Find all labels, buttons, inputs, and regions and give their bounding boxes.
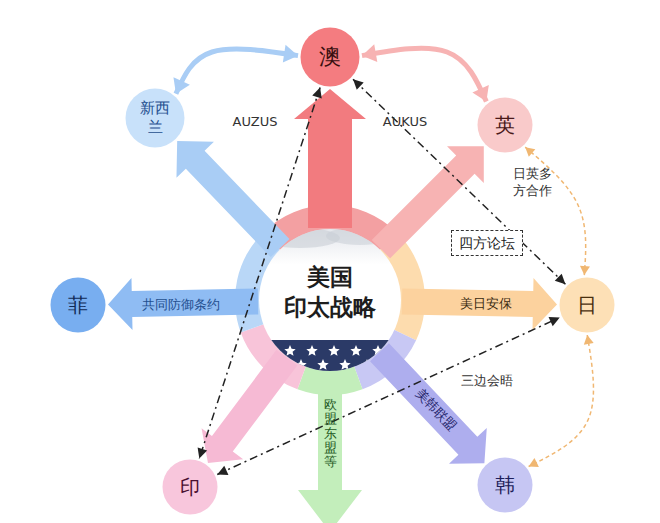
- country-circle: 日: [559, 277, 615, 333]
- star: [284, 345, 295, 356]
- relation-label: AUZUS: [233, 114, 278, 131]
- node-label: 四方论坛: [459, 234, 515, 252]
- arrowhead: [198, 447, 208, 458]
- country-circle: 新西兰: [125, 88, 185, 148]
- arrowhead: [549, 317, 560, 326]
- star: [317, 359, 328, 370]
- circle-fill: [560, 278, 615, 333]
- country-circle: 印: [162, 459, 218, 515]
- strategy-title: 美国 印太战略: [277, 263, 383, 323]
- arrowhead: [529, 458, 539, 467]
- forum-box: 四方论坛: [451, 230, 523, 256]
- node-label: 英: [495, 112, 515, 138]
- arrowhead: [283, 45, 298, 63]
- link-curve: [529, 335, 594, 467]
- arrowhead: [525, 147, 535, 157]
- block-arrow: [108, 278, 258, 330]
- circle-fill: [259, 229, 402, 372]
- arrowhead: [312, 87, 322, 98]
- node-label: 菲: [68, 292, 88, 318]
- block-arrow: [176, 141, 289, 257]
- country-circle: 菲: [50, 277, 106, 333]
- arrowhead: [353, 79, 364, 90]
- arrowhead: [555, 274, 566, 285]
- block-arrow: [370, 343, 487, 463]
- block-arrow: [402, 278, 557, 330]
- node-label: 新西兰: [139, 99, 172, 138]
- vertical-label: 欧盟东盟等: [324, 398, 337, 469]
- link-curve: [176, 49, 298, 94]
- node-label: 印: [180, 474, 200, 500]
- arrowhead: [217, 466, 228, 475]
- node-label: 日: [577, 292, 597, 318]
- arrowhead: [584, 335, 594, 345]
- strategy-circle: 美国 印太战略: [258, 228, 402, 372]
- star: [339, 359, 350, 370]
- arrowhead: [472, 85, 488, 101]
- star: [350, 345, 361, 356]
- arrowhead: [580, 266, 590, 275]
- circle-fill: [478, 458, 533, 513]
- node-label: 澳: [319, 43, 341, 72]
- circle-fill: [51, 278, 106, 333]
- edge-label: 共同防御条约: [142, 297, 220, 313]
- quad-line: [199, 87, 320, 458]
- star: [295, 359, 306, 370]
- block-arrow: [294, 89, 366, 228]
- star: [306, 345, 317, 356]
- circle-fill: [301, 28, 360, 87]
- star: [262, 345, 273, 356]
- arrowhead: [173, 77, 189, 93]
- block-arrow: [202, 350, 298, 463]
- edge-label: 美日安保: [460, 296, 512, 312]
- relation-label: AUKUS: [383, 114, 427, 131]
- country-circle: 英: [477, 97, 533, 153]
- quad-line: [353, 79, 565, 284]
- node-label: 韩: [495, 472, 515, 498]
- circle-fill: [478, 98, 533, 153]
- quad-line: [217, 318, 559, 475]
- star: [328, 345, 339, 356]
- relation-label: 日英多方合作: [511, 166, 553, 200]
- country-circle: 韩: [477, 457, 533, 513]
- link-curve: [362, 48, 486, 101]
- circle-fill: [163, 460, 218, 515]
- arrowhead: [362, 44, 377, 62]
- country-circle: 澳: [300, 27, 360, 87]
- circle-fill: [126, 89, 185, 148]
- relation-label: 三边会晤: [461, 373, 513, 390]
